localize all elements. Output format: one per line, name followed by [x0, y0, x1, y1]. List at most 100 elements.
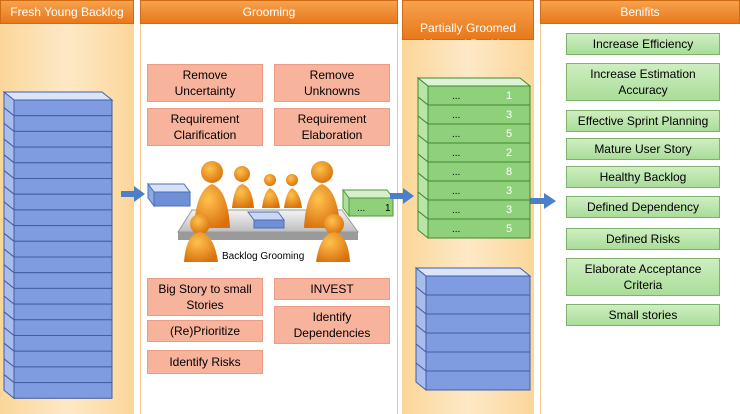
- benefit-label: Healthy Backlog: [599, 170, 687, 184]
- task-label: Requirement Clarification: [170, 112, 240, 142]
- task-label: Identify Dependencies: [293, 310, 371, 340]
- groomed-item-points: 5: [506, 223, 512, 235]
- benefit-item: Increase Efficiency: [566, 33, 720, 55]
- person-figure-icon: [232, 166, 254, 208]
- fresh-slab-top: [2, 91, 114, 101]
- benefit-item: Small stories: [566, 304, 720, 326]
- matured-slab-slab: [425, 351, 531, 372]
- groomed-item-points: 8: [506, 166, 512, 178]
- groomed-item-dots: ...: [452, 148, 460, 159]
- fresh-slab-slab: [13, 193, 113, 211]
- fresh-slab-slab: [13, 209, 113, 227]
- task-invest: INVEST: [274, 278, 390, 300]
- matured-slab-slab: [425, 370, 531, 391]
- groomed-item-points: 2: [506, 147, 512, 159]
- groomed-slab-slab: [427, 180, 531, 201]
- matured-slab-top: [414, 267, 532, 277]
- groomed-item-dots: ...: [452, 91, 460, 102]
- task-remove-uncertainty: Remove Uncertainty: [147, 64, 263, 102]
- groomed-item-points: 3: [506, 109, 512, 121]
- fresh-slab-slab: [13, 272, 113, 289]
- benefits-header: Benifits: [540, 0, 740, 24]
- fresh-slab-slab: [13, 130, 113, 148]
- groomed-backlog-stack: ...1...3...5...2...8...3...3...5: [414, 76, 532, 392]
- task-identify-dependencies: Identify Dependencies: [274, 306, 390, 344]
- groomed-slab-slab: [427, 218, 531, 239]
- groomed-item-dots: ...: [452, 186, 460, 197]
- groomed-item-dots: ...: [452, 129, 460, 140]
- groomed-item-dots: ...: [452, 205, 460, 216]
- fresh-slab-slab: [13, 178, 113, 195]
- groomed-slab-slab: [427, 85, 531, 106]
- benefit-label: Defined Risks: [605, 232, 681, 246]
- task-label: Remove Unknowns: [303, 68, 361, 98]
- groomed-item-dots: ...: [452, 224, 460, 235]
- task-requirement-clarification: Requirement Clarification: [147, 108, 263, 146]
- benefit-item: Mature User Story: [566, 138, 720, 160]
- task-label: Remove Uncertainty: [174, 68, 236, 98]
- groomed-item-points: 3: [506, 185, 512, 197]
- benefit-item: Effective Sprint Planning: [566, 110, 720, 132]
- benefit-label: Increase Estimation Accuracy: [590, 67, 696, 97]
- fresh-slab-slab: [13, 225, 113, 242]
- task-reprioritize: (Re)Prioritize: [147, 320, 263, 342]
- task-label: INVEST: [310, 282, 354, 296]
- incoming-story-card: [147, 182, 191, 208]
- task-label: Big Story to small Stories: [158, 282, 252, 312]
- benefits-title: Benifits: [620, 5, 660, 19]
- person-figure-icon: [284, 174, 302, 208]
- fresh-slab-slab: [13, 146, 113, 164]
- benefit-item: Elaborate Acceptance Criteria: [566, 258, 720, 296]
- fresh-slab-side: [3, 373, 15, 400]
- matured-slab-side: [415, 361, 427, 392]
- person-figure-icon: [316, 214, 350, 262]
- groomed-slab-slab: [427, 199, 531, 220]
- story-card-icon: [247, 211, 285, 229]
- fresh-slab-slab: [13, 162, 113, 180]
- benefit-label: Defined Dependency: [586, 200, 700, 214]
- fresh-backlog-header: Fresh Young Backlog: [0, 0, 134, 24]
- groomed-slab-slab: [427, 104, 531, 125]
- partial-backlog-header: Partially Groomed Matured Backlog: [402, 0, 534, 51]
- benefit-label: Small stories: [608, 308, 678, 322]
- backlog-grooming-meeting-illustration: [177, 161, 359, 262]
- benefit-item: Defined Dependency: [566, 196, 720, 218]
- grooming-title: Grooming: [242, 5, 296, 19]
- outgoing-story-card: ... 1: [342, 188, 394, 218]
- fresh-backlog-title: Fresh Young Backlog: [10, 5, 124, 19]
- arrow-right-icon: [121, 186, 145, 202]
- groomed-item-points: 5: [506, 128, 512, 140]
- task-remove-unknowns: Remove Unknowns: [274, 64, 390, 102]
- fresh-slab-slab: [13, 240, 113, 258]
- arrow-right-icon: [390, 188, 414, 204]
- groomed-slab-slab: [427, 161, 531, 182]
- groomed-item-points: 3: [506, 204, 512, 216]
- matured-slab-slab: [425, 275, 531, 296]
- benefit-label: Effective Sprint Planning: [577, 114, 709, 128]
- benefit-item: Increase Estimation Accuracy: [566, 63, 720, 101]
- fresh-slab-slab: [13, 99, 113, 117]
- fresh-slab-slab: [13, 366, 113, 384]
- benefit-item: Healthy Backlog: [566, 166, 720, 188]
- groomed-item-dots: ...: [452, 167, 460, 178]
- fresh-slab-slab: [13, 335, 113, 352]
- matured-slab-slab: [425, 313, 531, 334]
- arrow-right-icon: [530, 193, 556, 209]
- groomed-slab-side: [417, 209, 429, 240]
- fresh-slab-slab: [13, 287, 113, 305]
- task-label: Requirement Elaboration: [297, 112, 367, 142]
- fresh-slab-slab: [13, 115, 113, 132]
- person-figure-icon: [184, 214, 218, 262]
- matured-slab-slab: [425, 332, 531, 353]
- fresh-slab-slab: [13, 350, 113, 368]
- groomed-item-points: 1: [506, 90, 512, 102]
- outgoing-card-dots: ...: [357, 203, 365, 214]
- matured-slab-slab: [425, 294, 531, 315]
- grooming-header: Grooming: [140, 0, 398, 24]
- benefit-label: Increase Efficiency: [592, 37, 694, 51]
- person-figure-icon: [262, 174, 280, 208]
- groomed-slab-slab: [427, 142, 531, 163]
- task-label: (Re)Prioritize: [169, 324, 240, 338]
- benefit-label: Elaborate Acceptance Criteria: [584, 262, 702, 292]
- fresh-slab-slab: [13, 319, 113, 336]
